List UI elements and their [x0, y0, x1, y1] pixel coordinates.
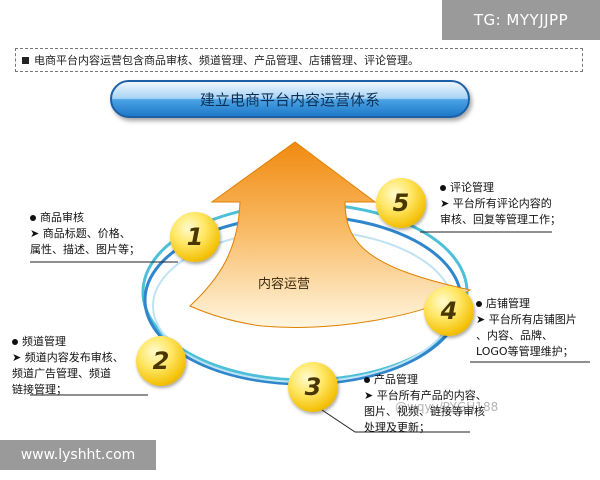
bullet-icon — [12, 339, 18, 345]
node-3-body: ➤ 平台所有产品的内容、 图片、视频、链接等审核 处理及更新； — [364, 389, 487, 434]
node-3-callout: 产品管理 ➤ 平台所有产品的内容、 图片、视频、链接等审核 处理及更新； — [364, 372, 487, 436]
watermark-middle: @wqyy/PYGH188 — [395, 400, 499, 414]
intro-text: 电商平台内容运营包含商品审核、频道管理、产品管理、店铺管理、评论管理。 — [34, 54, 419, 67]
node-1-callout: 商品审核 ➤ 商品标题、价格、 属性、描述、图片等； — [30, 210, 140, 258]
center-label: 内容运营 — [258, 277, 311, 292]
bullet-icon — [30, 215, 36, 221]
node-3-title: 产品管理 — [374, 373, 418, 386]
intro-box: 电商平台内容运营包含商品审核、频道管理、产品管理、店铺管理、评论管理。 — [15, 48, 583, 72]
node-5-badge: 5 — [376, 178, 426, 228]
node-5-callout: 评论管理 ➤ 平台所有评论内容的 审核、回复等管理工作； — [440, 180, 561, 228]
watermark-top-right: TG: MYYJJPP — [442, 0, 600, 40]
node-2-callout: 频道管理 ➤ 频道内容发布审核、 频道广告管理、频道 链接管理； — [12, 334, 124, 398]
node-5-body: ➤ 平台所有评论内容的 审核、回复等管理工作； — [440, 197, 561, 226]
title-banner: 建立电商平台内容运营体系 — [110, 80, 470, 118]
node-2-body: ➤ 频道内容发布审核、 频道广告管理、频道 链接管理； — [12, 351, 124, 396]
bullet-icon — [364, 377, 370, 383]
upward-arrow — [189, 141, 472, 328]
node-4-callout: 店铺管理 ➤ 平台所有店铺图片 、内容、品牌、 LOGO等管理维护； — [476, 296, 577, 360]
node-2-badge: 2 — [136, 336, 186, 386]
node-4-body: ➤ 平台所有店铺图片 、内容、品牌、 LOGO等管理维护； — [476, 313, 577, 358]
node-3-badge: 3 — [288, 362, 338, 412]
node-1-body: ➤ 商品标题、价格、 属性、描述、图片等； — [30, 227, 140, 256]
bullet-icon — [476, 301, 482, 307]
node-5-title: 评论管理 — [450, 181, 494, 194]
bullet-icon — [440, 185, 446, 191]
node-1-badge: 1 — [170, 212, 220, 262]
node-4-badge: 4 — [424, 286, 474, 336]
node-2-title: 频道管理 — [22, 335, 66, 348]
square-bullet-icon — [22, 56, 29, 64]
node-4-title: 店铺管理 — [486, 297, 530, 310]
watermark-bottom-left: www.lyshht.com — [0, 440, 156, 470]
node-1-title: 商品审核 — [40, 211, 84, 224]
